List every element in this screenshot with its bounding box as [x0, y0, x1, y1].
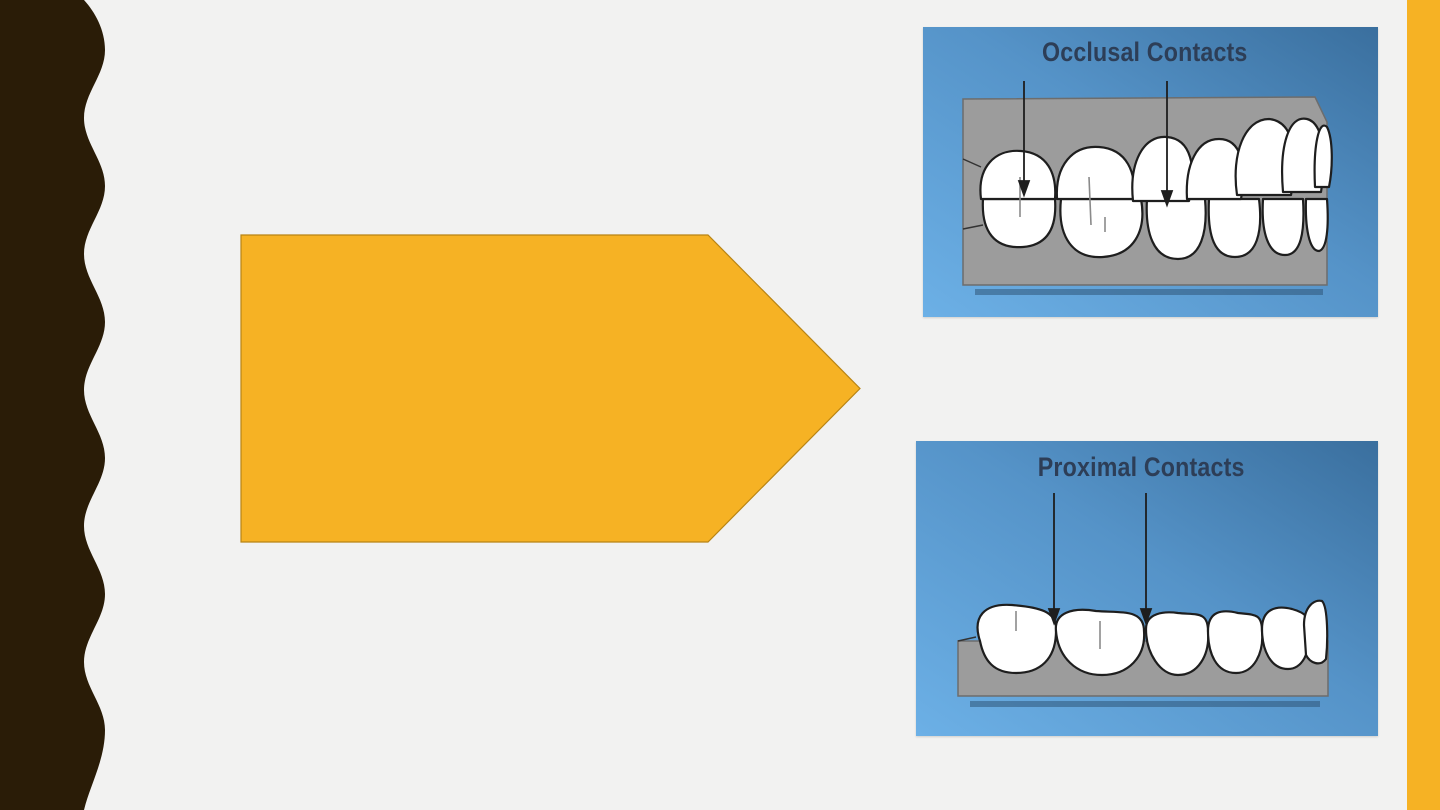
occlusal-contacts-label: Occlusal Contacts [1041, 37, 1248, 67]
proximal-contacts-label: Proximal Contacts [1037, 452, 1245, 482]
right-accent-bar [1407, 0, 1440, 810]
occlusal-contacts-illustration: Occlusal Contacts [923, 27, 1378, 317]
proximal-contacts-illustration: Proximal Contacts [916, 441, 1378, 736]
pentagon-arrow-shape [240, 234, 861, 543]
wavy-left-border [0, 0, 105, 810]
teeth-proximal-icon [916, 441, 1378, 736]
teeth-occlusal-icon [923, 27, 1378, 317]
